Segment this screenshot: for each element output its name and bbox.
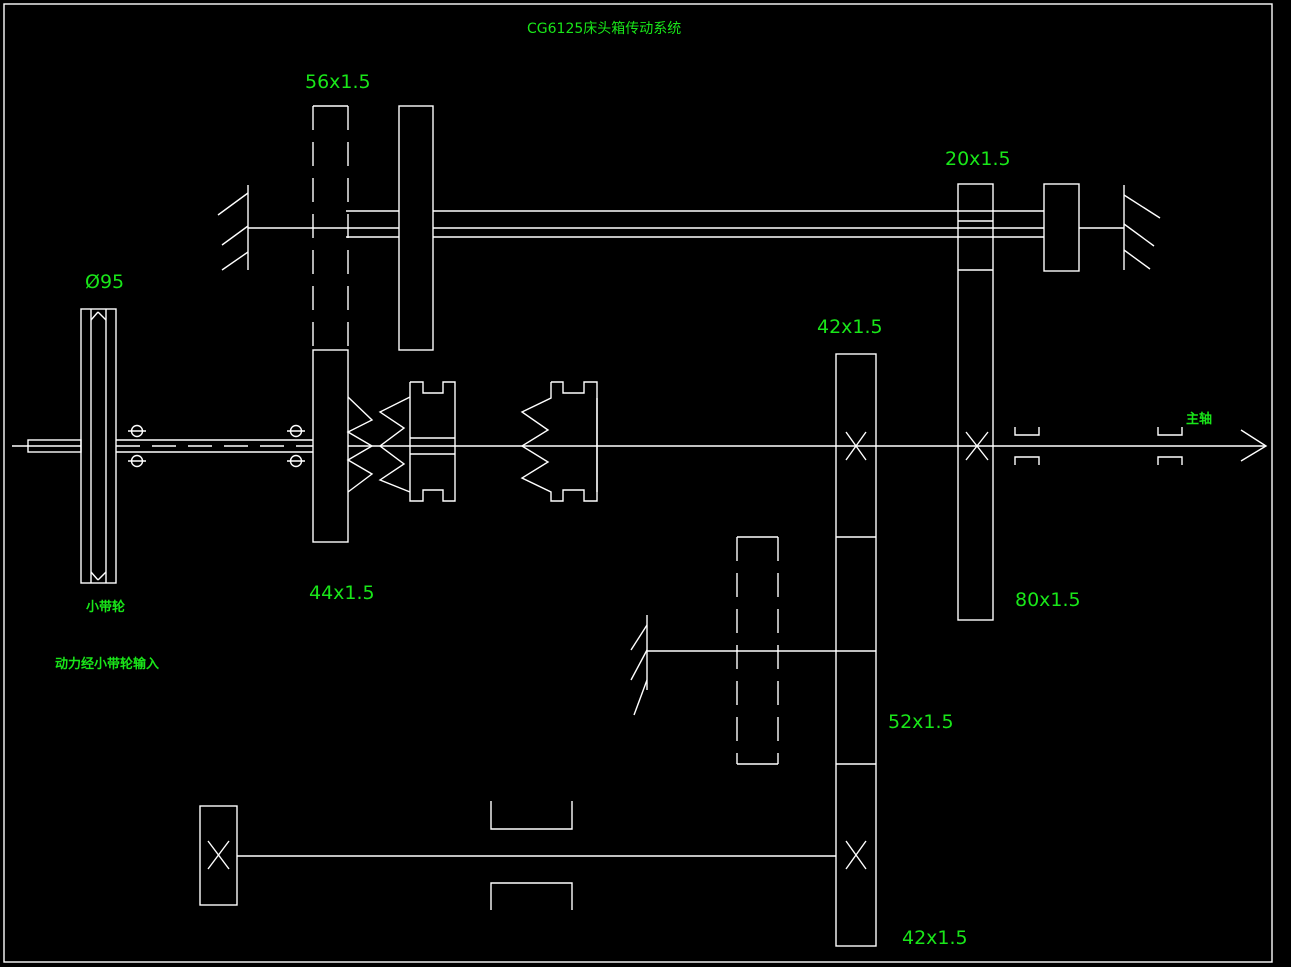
sliding-coupling-left <box>409 381 456 502</box>
gear-upper-right <box>1043 183 1080 272</box>
gear-42-column <box>835 353 877 947</box>
label-small-pulley: 小带轮 <box>86 599 125 615</box>
gear-bottom-left <box>199 805 238 906</box>
upper-left-bearing-support <box>217 185 249 271</box>
diagram-title: CG6125床头箱传动系统 <box>527 21 681 37</box>
ball-bearing-right <box>287 424 305 468</box>
label-gear-42-upper: 42x1.5 <box>817 316 883 338</box>
input-shaft <box>12 439 313 453</box>
input-pulley <box>80 308 117 584</box>
label-spindle: 主轴 <box>1186 411 1212 427</box>
bottom-coupling <box>490 801 573 910</box>
upper-right-bearing-support <box>1123 185 1161 270</box>
lower-shaft-support <box>630 615 648 716</box>
ball-bearing-left <box>128 424 146 468</box>
spindle-bearing-right <box>1157 427 1183 465</box>
gear-upper-wide <box>398 105 434 351</box>
upper-shaft <box>248 210 1124 238</box>
label-power-input: 动力经小带轮输入 <box>55 656 159 672</box>
label-gear-44: 44x1.5 <box>309 582 375 604</box>
drawing-frame <box>3 3 1273 963</box>
label-gear-20: 20x1.5 <box>945 148 1011 170</box>
label-gear-80: 80x1.5 <box>1015 589 1081 611</box>
spindle-arrow <box>1240 429 1268 462</box>
spindle-bearing-left <box>1014 427 1040 465</box>
gear-20 <box>957 183 994 621</box>
gear-dashed-lower <box>736 536 779 765</box>
tooth-clutch-left <box>346 396 411 493</box>
label-pulley-diameter: Ø95 <box>85 271 124 293</box>
label-gear-42-lower: 42x1.5 <box>902 927 968 949</box>
label-gear-52: 52x1.5 <box>888 711 954 733</box>
sliding-coupling-right <box>520 381 598 502</box>
label-gear-56: 56x1.5 <box>305 71 371 93</box>
gear-56 <box>312 105 349 543</box>
